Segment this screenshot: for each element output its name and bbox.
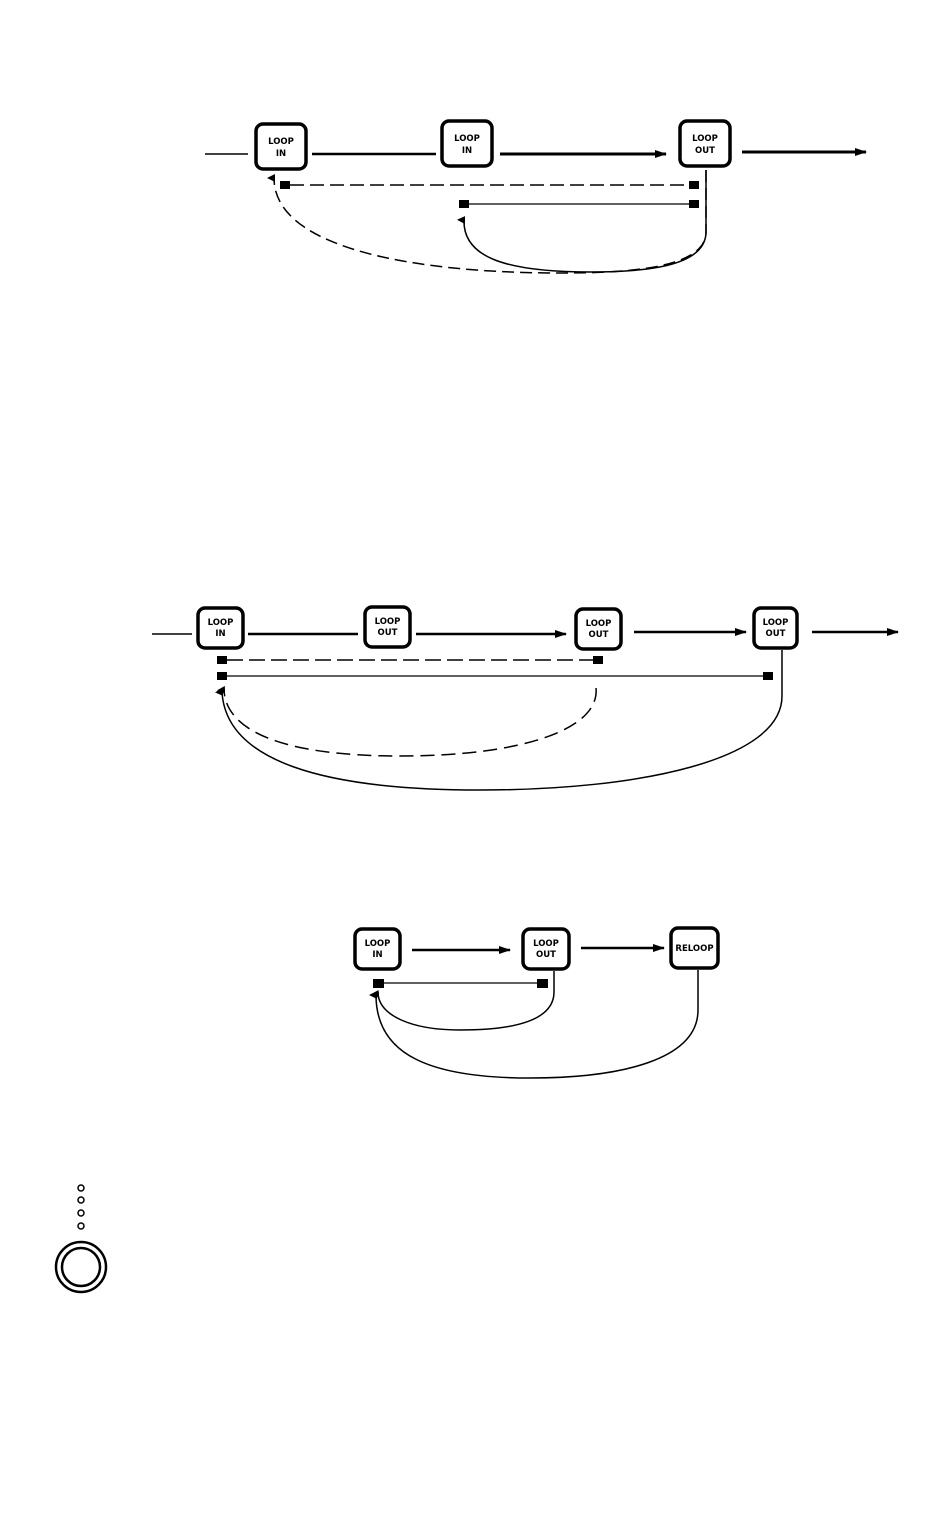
svg-text:IN: IN — [372, 950, 382, 960]
loop-out-button[interactable]: LOOP OUT — [523, 929, 569, 969]
svg-text:IN: IN — [215, 629, 225, 639]
loop-return-curve-dashed — [224, 688, 596, 756]
loop-point-marker — [689, 200, 699, 208]
loop-return-curve — [378, 971, 554, 1030]
svg-text:OUT: OUT — [766, 629, 786, 639]
loop-point-marker — [593, 656, 603, 664]
loop-in-button[interactable]: LOOP IN — [442, 121, 492, 166]
rotary-knob-icon[interactable] — [56, 1242, 106, 1292]
svg-text:LOOP: LOOP — [375, 617, 401, 627]
reloop-button[interactable]: RELOOP — [671, 928, 718, 968]
svg-text:OUT: OUT — [695, 146, 715, 156]
svg-text:LOOP: LOOP — [533, 939, 559, 949]
loop-in-button[interactable]: LOOP IN — [198, 608, 243, 648]
svg-text:LOOP: LOOP — [586, 619, 612, 629]
loop-point-marker — [459, 200, 469, 208]
diagram-2-multiple-loop-out: LOOP IN LOOP OUT LOOP OUT LOOP OUT — [152, 607, 898, 790]
loop-point-marker — [763, 672, 773, 680]
loop-point-marker — [537, 979, 548, 988]
loop-out-button[interactable]: LOOP OUT — [680, 121, 730, 166]
loop-point-marker — [217, 672, 227, 680]
loop-point-marker — [217, 656, 227, 664]
diagram-3-reloop: LOOP IN LOOP OUT RELOOP — [355, 928, 718, 1078]
loop-in-button[interactable]: LOOP IN — [355, 929, 400, 969]
diagram-1-nested-loop-in: LOOP IN LOOP IN LOOP OUT — [205, 121, 866, 273]
svg-text:LOOP: LOOP — [763, 618, 789, 628]
svg-text:LOOP: LOOP — [365, 939, 391, 949]
loop-point-marker — [689, 181, 699, 189]
loop-in-button[interactable]: LOOP IN — [256, 124, 306, 169]
loop-return-curve — [222, 650, 782, 790]
svg-text:LOOP: LOOP — [454, 134, 480, 144]
led-indicator-icon — [78, 1185, 84, 1191]
loop-point-marker — [373, 979, 384, 988]
loop-out-button[interactable]: LOOP OUT — [576, 609, 621, 649]
svg-text:OUT: OUT — [589, 630, 609, 640]
svg-text:OUT: OUT — [378, 628, 398, 638]
svg-text:LOOP: LOOP — [268, 137, 294, 147]
loop-point-marker — [280, 181, 290, 189]
svg-text:LOOP: LOOP — [692, 134, 718, 144]
loop-knob-group — [56, 1185, 106, 1292]
led-indicator-icon — [78, 1210, 84, 1216]
svg-text:RELOOP: RELOOP — [675, 944, 713, 954]
svg-text:LOOP: LOOP — [208, 618, 234, 628]
loop-out-button[interactable]: LOOP OUT — [754, 608, 797, 648]
led-indicator-icon — [78, 1197, 84, 1203]
svg-text:IN: IN — [276, 149, 286, 159]
led-indicator-icon — [78, 1223, 84, 1229]
loop-out-button[interactable]: LOOP OUT — [365, 607, 410, 647]
svg-text:OUT: OUT — [536, 950, 556, 960]
svg-text:IN: IN — [462, 146, 472, 156]
